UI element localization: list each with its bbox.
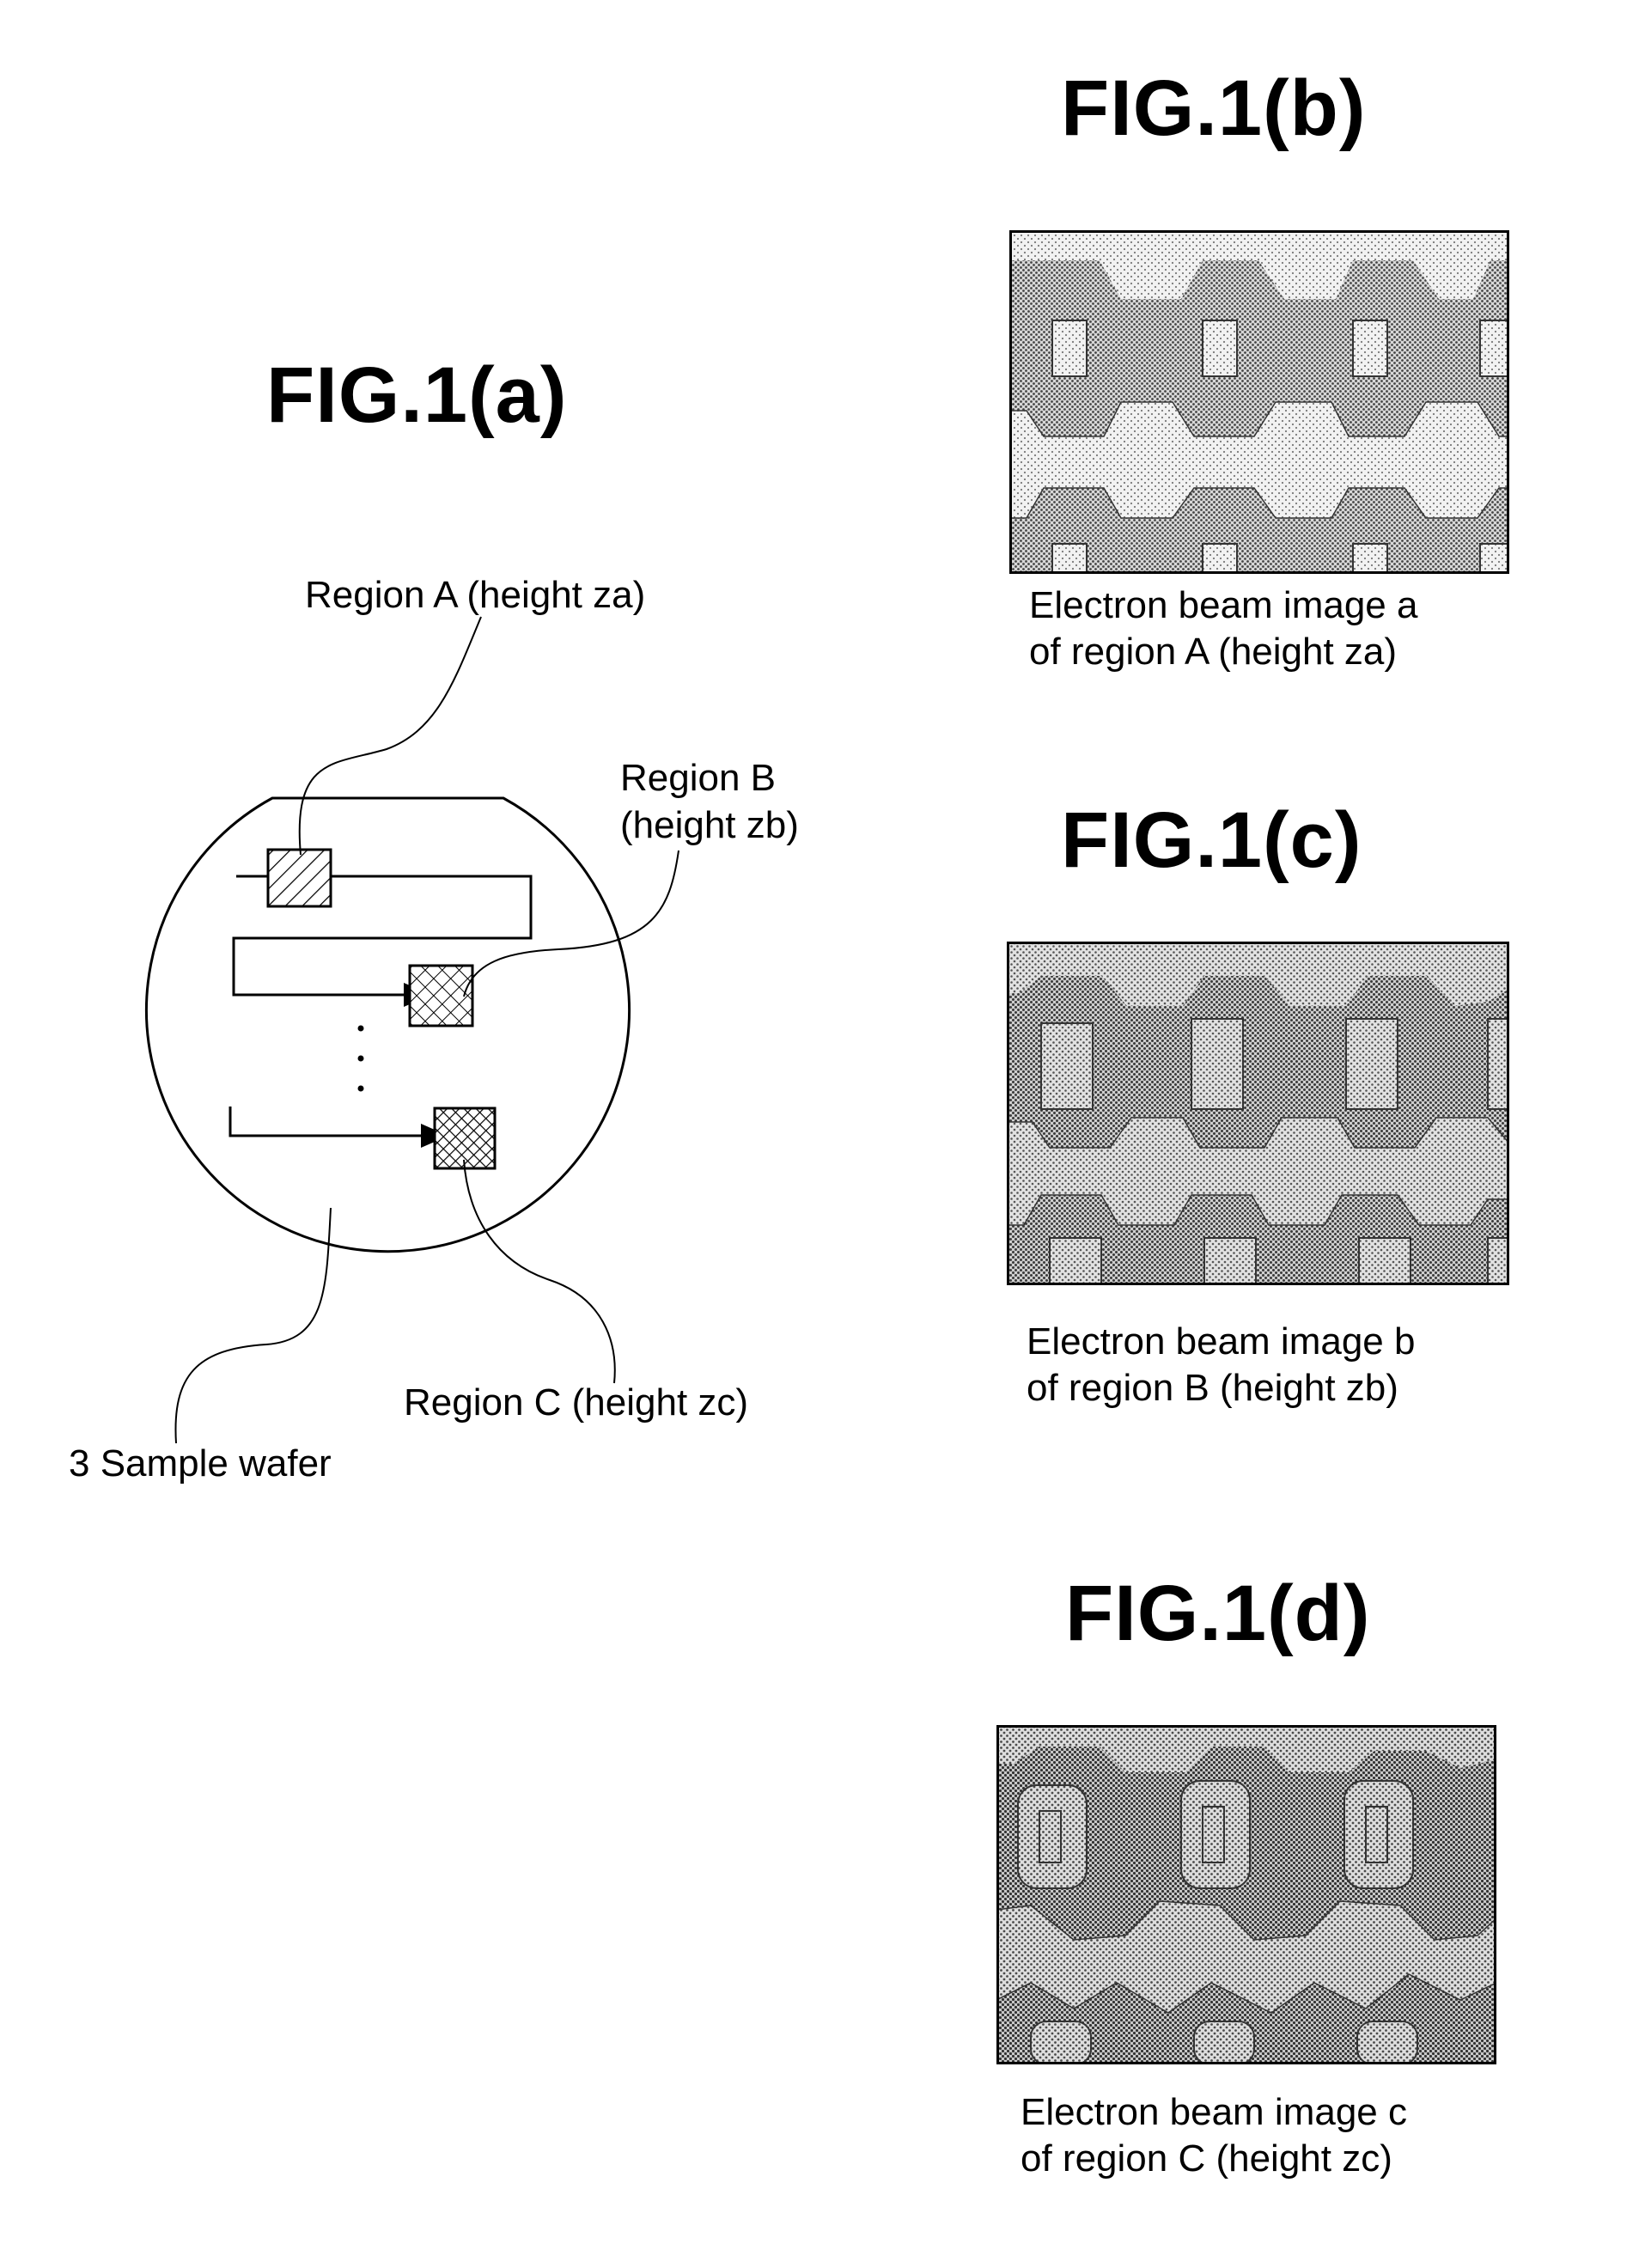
caption-image-c-line2: of region C (height zc) — [1021, 2136, 1407, 2182]
ellipsis-dot-2 — [358, 1056, 364, 1062]
region-a-leader — [300, 617, 481, 855]
caption-image-c: Electron beam image c of region C (heigh… — [1021, 2089, 1407, 2181]
electron-beam-image-c — [996, 1725, 1496, 2064]
sample-wafer-leader — [175, 1208, 331, 1443]
region-c-leader — [464, 1160, 615, 1383]
caption-image-b-line1: Electron beam image b — [1027, 1319, 1415, 1365]
caption-image-b-line2: of region B (height zb) — [1027, 1365, 1415, 1411]
caption-image-a-line2: of region A (height za) — [1029, 629, 1417, 675]
caption-image-a-line1: Electron beam image a — [1029, 582, 1417, 629]
caption-image-c-line1: Electron beam image c — [1021, 2089, 1407, 2136]
ellipsis-dot-1 — [358, 1026, 364, 1032]
caption-image-b: Electron beam image b of region B (heigh… — [1027, 1319, 1415, 1411]
ellipsis-dot-3 — [358, 1086, 364, 1092]
region-b-leader — [464, 850, 679, 997]
electron-beam-image-b — [1007, 942, 1509, 1285]
caption-image-a: Electron beam image a of region A (heigh… — [1029, 582, 1417, 674]
electron-beam-image-a — [1009, 230, 1509, 574]
scan-path-row3 — [230, 1107, 430, 1136]
wafer-outline — [146, 798, 629, 1252]
